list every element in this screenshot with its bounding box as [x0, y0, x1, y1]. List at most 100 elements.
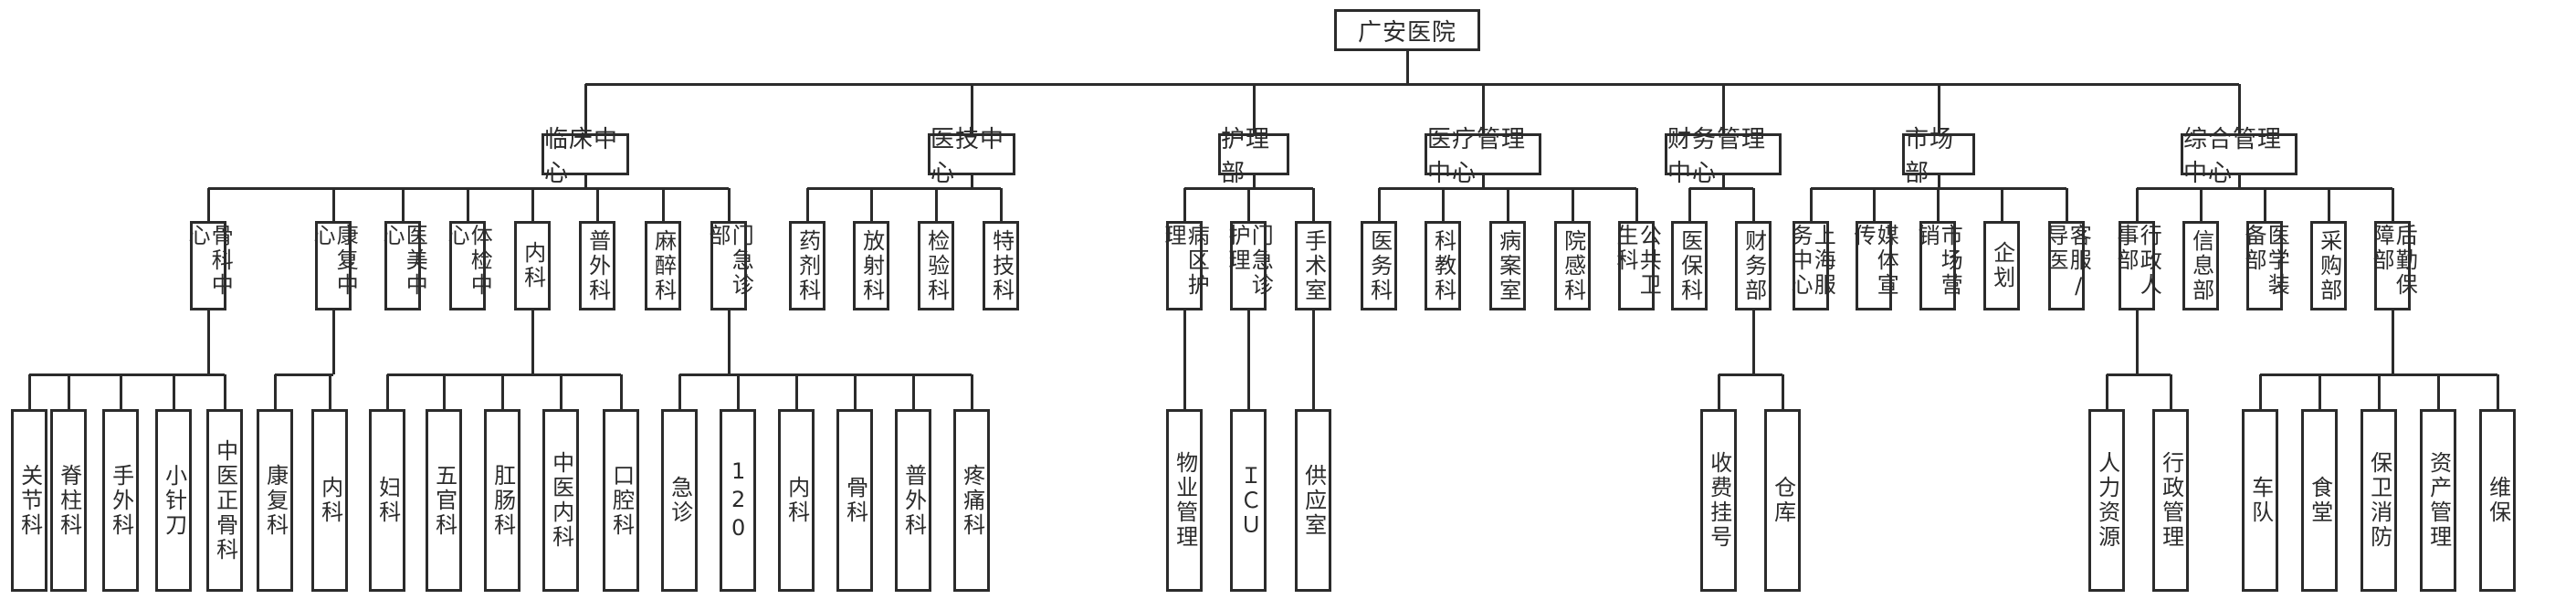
- level3-node-shfw[interactable]: 上海服务中心: [1787, 221, 1835, 310]
- level4-node[interactable]: 人力资源: [2088, 409, 2125, 592]
- level4-node[interactable]: 行政管理: [2152, 409, 2189, 592]
- level4-node[interactable]: 手外科: [102, 409, 139, 592]
- level3-node-bqhl[interactable]: 病区护理: [1161, 221, 1209, 310]
- level3-node-fsk[interactable]: 放射科: [853, 221, 889, 310]
- level4-node[interactable]: ＩＣＵ: [1230, 409, 1267, 592]
- level4-node[interactable]: 保卫消防: [2360, 409, 2397, 592]
- level2-node-cwgl[interactable]: 财务管理中心: [1665, 126, 1782, 187]
- connector-line: [970, 374, 973, 409]
- level4-node[interactable]: 骨科: [836, 409, 873, 592]
- level3-node-yjk[interactable]: 药剂科: [789, 221, 825, 310]
- connector-line: [619, 374, 623, 409]
- node-label: 食堂: [2307, 476, 2333, 525]
- level4-node[interactable]: 中医正骨科: [206, 409, 243, 592]
- level4-node[interactable]: 资产管理: [2420, 409, 2456, 592]
- level3-node-mtxc[interactable]: 媒体宣传: [1850, 221, 1898, 310]
- node-label: 行政管理: [2158, 451, 2184, 550]
- level4-node[interactable]: 妇科: [369, 409, 405, 592]
- level4-node[interactable]: 供应室: [1295, 409, 1331, 592]
- level3-node-qh[interactable]: 企划: [1983, 221, 2020, 310]
- connector-line: [1481, 84, 1485, 133]
- connector-line: [1506, 188, 1509, 221]
- level4-node[interactable]: 脊柱科: [50, 409, 87, 592]
- connector-line: [2496, 374, 2499, 409]
- connector-line: [1311, 188, 1315, 221]
- connector-line: [2199, 188, 2203, 221]
- level3-node-ygk[interactable]: 院感科: [1554, 221, 1591, 310]
- level2-node-lc[interactable]: 临床中心: [541, 126, 629, 187]
- level4-node[interactable]: 疼痛科: [953, 409, 990, 592]
- level4-node[interactable]: 仓库: [1764, 409, 1801, 592]
- connector-line: [206, 188, 210, 221]
- level4-node[interactable]: 康复科: [257, 409, 293, 592]
- level2-node-zhgl[interactable]: 综合管理中心: [2181, 126, 2297, 187]
- level4-node[interactable]: 肛肠科: [484, 409, 520, 592]
- level4-node[interactable]: 中医内科: [542, 409, 579, 592]
- node-label: 关节科: [16, 463, 43, 538]
- level3-node-ggwsk[interactable]: 公共卫生科: [1613, 221, 1661, 310]
- level3-node-kfzx[interactable]: 康复中心: [310, 221, 358, 310]
- level3-node-gkzx[interactable]: 骨科中心: [184, 221, 233, 310]
- node-label: 脊柱科: [56, 463, 82, 538]
- level2-node-ylgl[interactable]: 医疗管理中心: [1425, 126, 1541, 187]
- connector-line: [1753, 373, 1782, 376]
- level3-node-sss[interactable]: 手术室: [1295, 221, 1331, 310]
- level4-node[interactable]: 收费挂号: [1700, 409, 1737, 592]
- level4-node[interactable]: 急诊: [661, 409, 698, 592]
- level3-node-bas[interactable]: 病案室: [1489, 221, 1526, 310]
- level3-node-cgb[interactable]: 采购部: [2310, 221, 2347, 310]
- level4-node[interactable]: 内科: [311, 409, 348, 592]
- level4-node[interactable]: 内科: [778, 409, 815, 592]
- level4-node[interactable]: 120: [720, 409, 756, 592]
- level3-node-scyx[interactable]: 市场营销: [1914, 221, 1962, 310]
- node-label: 手外科: [108, 463, 134, 538]
- root-node[interactable]: 广安医院: [1334, 9, 1480, 51]
- level4-node[interactable]: 关节科: [11, 409, 47, 592]
- level4-node[interactable]: 车队: [2242, 409, 2278, 592]
- level3-node-tjk[interactable]: 特技科: [983, 221, 1019, 310]
- level3-node-tjzx[interactable]: 体检中心: [444, 221, 492, 310]
- level3-node-xxb[interactable]: 信息部: [2182, 221, 2219, 310]
- level4-node[interactable]: 食堂: [2301, 409, 2338, 592]
- level3-node-kjk[interactable]: 科教科: [1425, 221, 1461, 310]
- node-label: 急诊: [667, 476, 693, 525]
- level3-node-mjzb[interactable]: 门急诊部: [705, 221, 753, 310]
- level3-node-ywk[interactable]: 医务科: [1361, 221, 1397, 310]
- connector-line: [1252, 84, 1256, 133]
- connector-line: [2319, 373, 2392, 376]
- level3-node-cwb[interactable]: 财务部: [1735, 221, 1772, 310]
- level4-node[interactable]: 普外科: [895, 409, 931, 592]
- level2-node-scb[interactable]: 市场部: [1902, 126, 1975, 187]
- level2-node-yj[interactable]: 医技中心: [928, 126, 1015, 187]
- level4-node[interactable]: 物业管理: [1166, 409, 1203, 592]
- node-label: 客服/导医: [2043, 224, 2092, 301]
- connector-line: [401, 188, 405, 221]
- level3-node-nk[interactable]: 内科: [514, 221, 551, 310]
- level2-node-hl[interactable]: 护理部: [1218, 126, 1289, 187]
- connector-line: [2065, 188, 2068, 221]
- level3-node-hqbz[interactable]: 后勤保障部: [2369, 221, 2417, 310]
- node-label: 骨科中心: [184, 224, 234, 298]
- level3-node-xzrs[interactable]: 行政人事部: [2113, 221, 2161, 310]
- node-label: 门急诊护理: [1225, 224, 1274, 298]
- connector-line: [2377, 374, 2381, 409]
- level3-node-kfdy[interactable]: 客服/导医: [2043, 221, 2091, 310]
- level3-node-yxzb[interactable]: 医学装备部: [2241, 221, 2289, 310]
- level3-node-jyk[interactable]: 检验科: [918, 221, 954, 310]
- level4-node[interactable]: 五官科: [426, 409, 462, 592]
- connector-line: [223, 374, 226, 409]
- connector-line: [869, 188, 873, 221]
- level4-node[interactable]: 口腔科: [603, 409, 639, 592]
- level4-node[interactable]: 小针刀: [155, 409, 192, 592]
- level3-node-pwk[interactable]: 普外科: [579, 221, 615, 310]
- level4-node[interactable]: 维保: [2479, 409, 2516, 592]
- node-label: 保卫消防: [2366, 451, 2392, 550]
- level3-node-ymzx[interactable]: 医美中心: [379, 221, 427, 310]
- level3-node-mzk[interactable]: 麻醉科: [645, 221, 681, 310]
- node-label: 医美中心: [379, 224, 428, 298]
- level3-node-ybk[interactable]: 医保科: [1671, 221, 1708, 310]
- connector-line: [466, 188, 469, 221]
- node-label: 医务科: [1366, 228, 1393, 303]
- connector-line: [805, 188, 809, 221]
- level3-node-mjhl[interactable]: 门急诊护理: [1225, 221, 1273, 310]
